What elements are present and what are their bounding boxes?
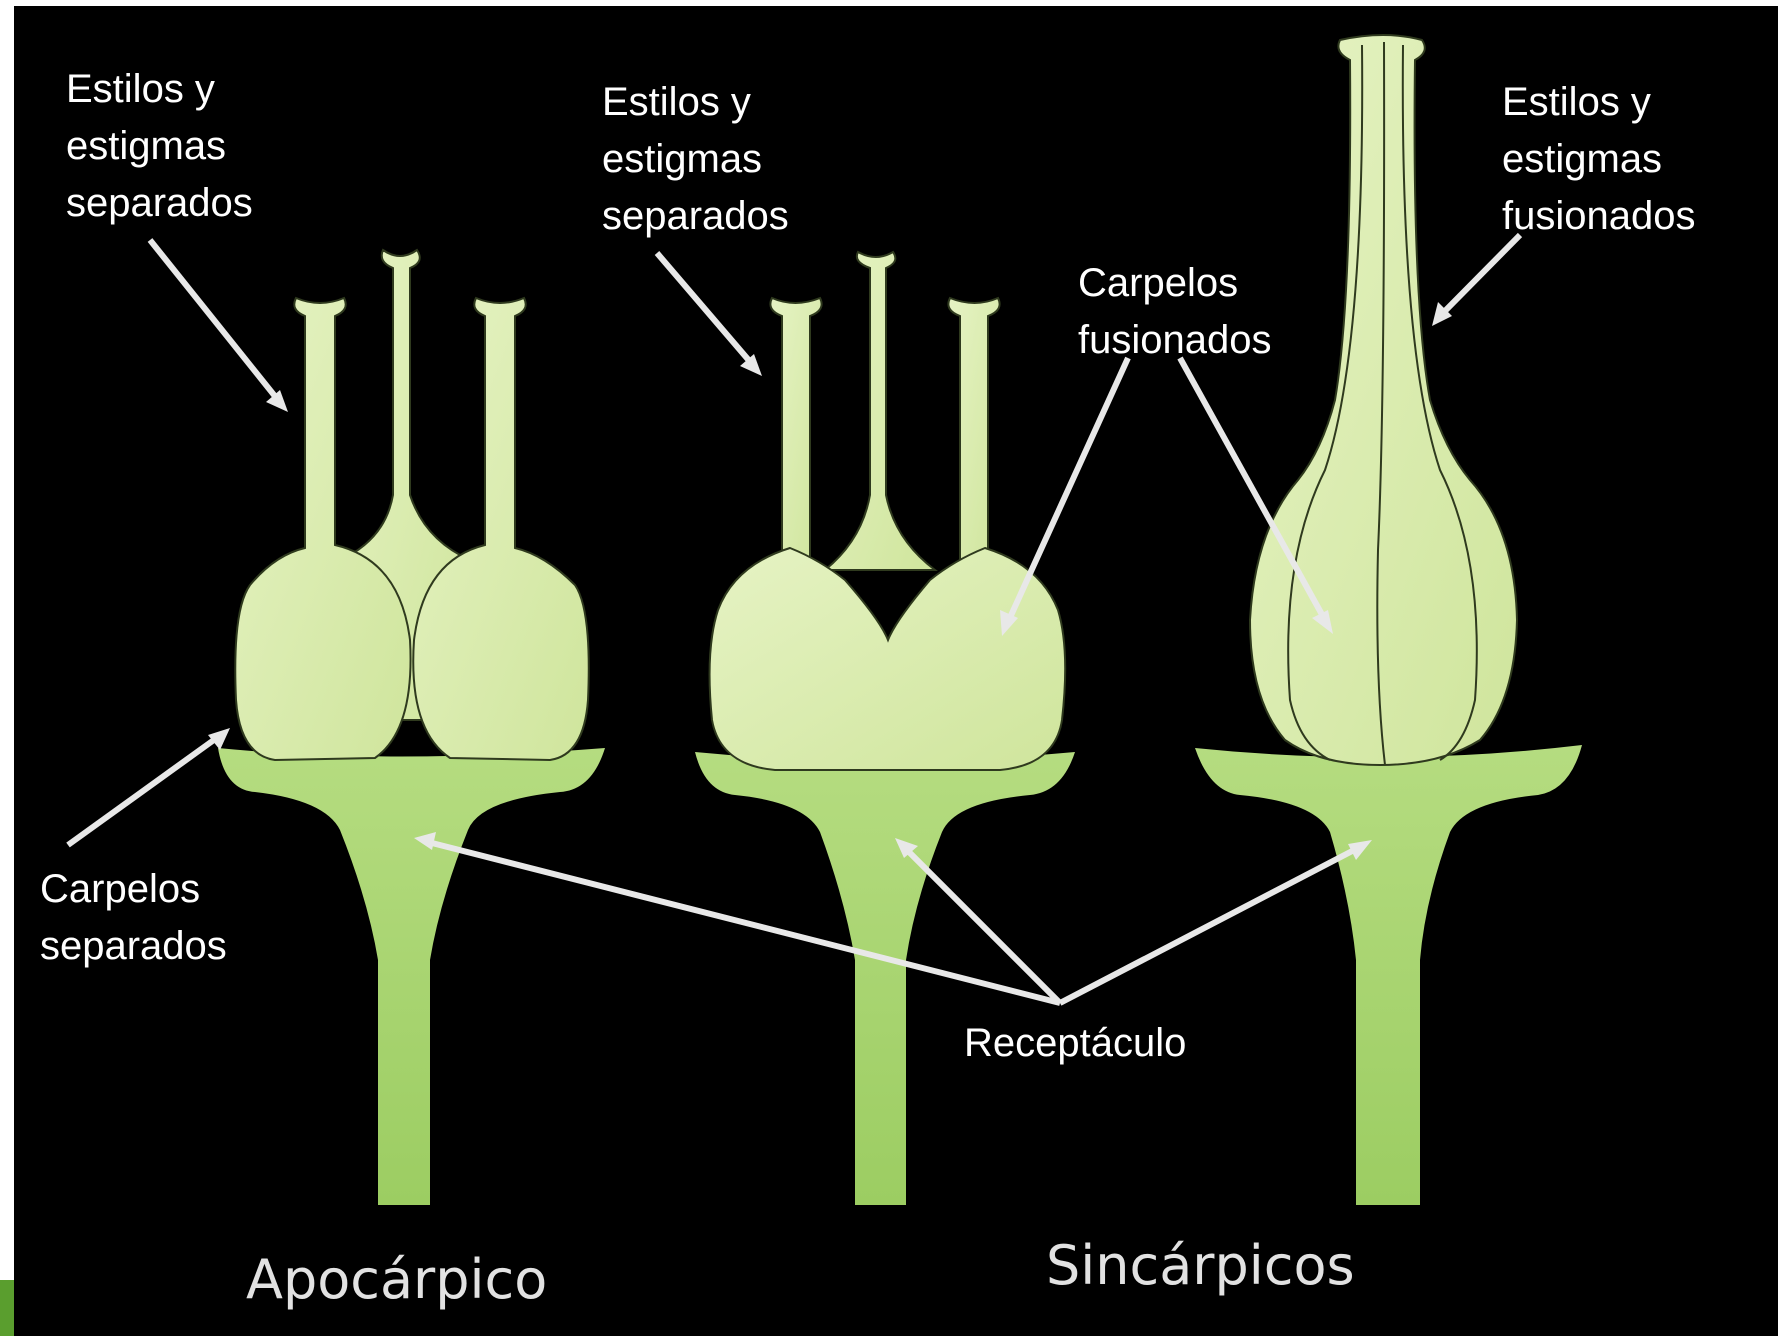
label-apo-styles-line-2: estigmas [66,124,226,168]
label-apo-styles-line-3: separados [66,181,253,225]
label-separate-carpels-line-2: separados [40,924,227,968]
label-apo-styles-line-1: Estilos y [66,67,215,111]
label-mid-styles: Estilos y estigmas separados [602,80,789,238]
label-receptacle: Receptáculo [964,1021,1186,1065]
slide-edge-right [1778,0,1783,1336]
label-mid-styles-line-3: separados [602,194,789,238]
label-right-styles-line-2: estigmas [1502,137,1662,181]
label-right-styles-line-3: fusionados [1502,194,1695,238]
label-apo-styles: Estilos y estigmas separados [66,67,253,225]
slide-accent-corner [0,1280,14,1336]
slide-edge-top [0,0,1783,6]
label-right-styles-line-1: Estilos y [1502,80,1651,124]
label-fused-carpels-line-1: Carpelos [1078,261,1238,305]
label-mid-styles-line-1: Estilos y [602,80,751,124]
label-separate-carpels-line-1: Carpelos [40,867,200,911]
label-mid-styles-line-2: estigmas [602,137,762,181]
label-fused-carpels-line-2: fusionados [1078,318,1271,362]
slide-edge-strip [0,0,14,1336]
caption-syncarpic: Sincárpicos [1046,1234,1355,1297]
caption-apocarpic: Apocárpico [246,1248,547,1311]
